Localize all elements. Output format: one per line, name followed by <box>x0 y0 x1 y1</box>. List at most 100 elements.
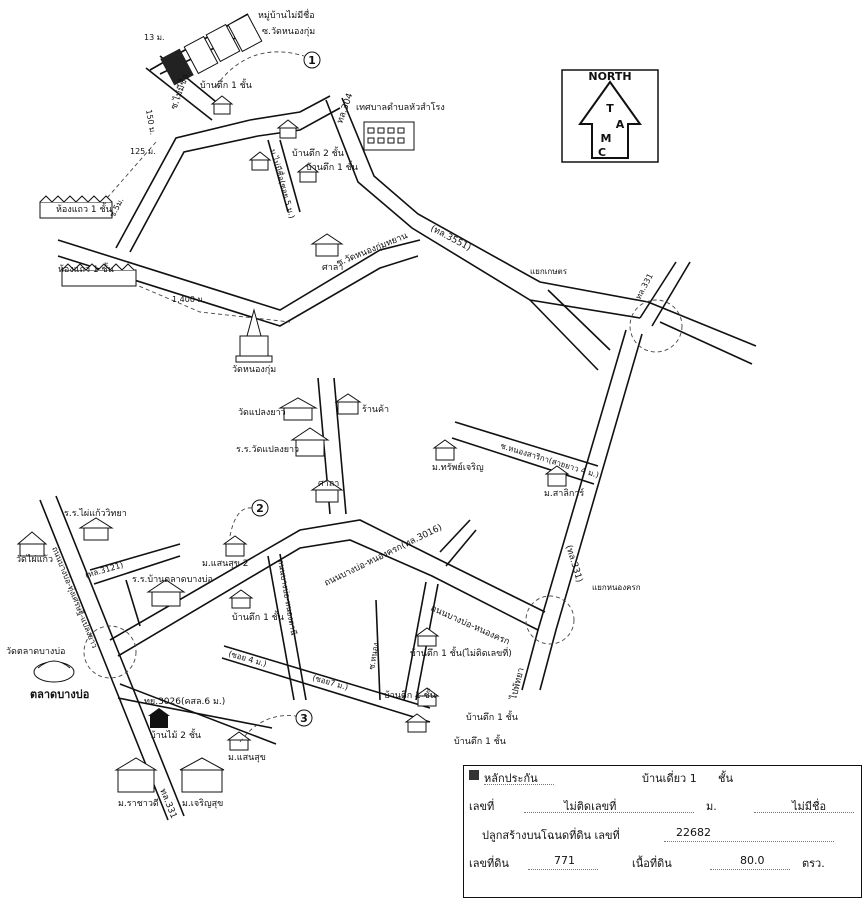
label-wat-kai: วัดไผ่แก้ว <box>16 554 53 565</box>
road-soi5-b <box>267 139 289 213</box>
pavilion-icon <box>310 479 344 503</box>
info-area-value: 80.0 <box>740 854 765 867</box>
label-brick-house-nonum: บ้านตึก 1 ชั้น(ไม่ติดเลขที่) <box>410 646 512 659</box>
info-marker-square <box>469 770 479 780</box>
marker-2: 2 <box>251 499 269 517</box>
label-wood-house: บ้านไม้ 2 ชั้น <box>150 728 201 741</box>
label-road-hwy331-right: (ทล.331) <box>563 544 584 584</box>
label-soi-top: ซ.วัดหนองกุ่ม <box>262 27 315 37</box>
info-type: บ้านเดี่ยว 1 <box>642 772 697 785</box>
house-icon <box>210 95 234 115</box>
road-east-a <box>647 301 757 347</box>
road-soi-top-a <box>145 67 213 121</box>
svg-text:3: 3 <box>300 712 308 725</box>
info-title: หลักประกัน <box>484 772 538 785</box>
north-label: NORTH <box>588 70 631 83</box>
marker-3-leader <box>239 715 297 743</box>
house-icon <box>544 465 570 487</box>
house-icon <box>226 731 252 751</box>
label-distance-1400: 1,400 ม. <box>172 295 205 304</box>
label-village-sub: ม.ทรัพย์เจริญ <box>432 461 484 473</box>
school-icon <box>78 517 114 541</box>
north-letter-m: M <box>601 132 612 145</box>
road-inner-link-b <box>547 289 611 351</box>
road-lower-horizontal-b <box>223 645 431 709</box>
label-school-plong: ร.ร.วัดแปลงยาว <box>236 445 299 455</box>
temple-stupa-icon <box>235 308 273 363</box>
label-wat-talad: วัดตลาดบางบ่อ <box>6 647 65 657</box>
label-road-hwy3016: ถนนบางบ่อ-หนองครก(ทล.3016) <box>323 523 444 589</box>
road-hwy331-right-a <box>521 329 627 691</box>
label-brick-house-lower: บ้านตึก 1 ชั้น <box>232 610 284 623</box>
house-icon <box>432 439 458 461</box>
road-hwy304-a <box>325 99 641 319</box>
road-hwy331-left-b <box>55 495 185 817</box>
info-floors-unit: ชั้น <box>718 772 733 785</box>
shophouse-row-icon <box>39 195 113 219</box>
house-icon <box>222 535 248 557</box>
road-nongkrok-b <box>117 539 539 657</box>
label-brick-house-c: บ้านตึก 1 ชั้น <box>454 734 506 747</box>
subject-plot <box>160 13 263 86</box>
label-shophouse-1: ห้องแถว 1 ชั้น <box>56 202 112 215</box>
label-brick-house-1b: บ้านตึก 1 ชั้น <box>306 160 358 173</box>
marker-1: 1 <box>303 51 321 69</box>
shop-icon <box>334 393 362 415</box>
house-icon <box>248 151 272 171</box>
road-top-link <box>257 107 341 137</box>
label-road-soi-3026: ทย.3026(คสล.6 ม.) <box>144 697 225 707</box>
road-school-link <box>89 543 181 571</box>
label-subject-village: หมู่บ้านไม่มีชื่อ <box>258 8 315 21</box>
svg-text:1: 1 <box>308 54 316 67</box>
info-area-label: เนื้อที่ดิน <box>632 857 672 870</box>
label-road-watnongkhao: ซ.วัดหนองกุ่มทยาน <box>335 231 409 269</box>
road-nongsarika-b <box>451 437 595 485</box>
label-distance-13: 13 ม. <box>144 33 165 42</box>
marker-1-leader <box>215 51 305 87</box>
road-top-link-b <box>249 95 331 121</box>
dash-125 <box>99 141 157 207</box>
label-school-kai: ร.ร.ไผ่แก้ววิทยา <box>64 508 127 519</box>
label-road-bangbo-nong: ถนนบางบ่อ-หนองตานี <box>276 559 298 637</box>
north-letter-c: C <box>598 146 606 159</box>
label-brick-house-a: บ้านตึก 1 ชั้น <box>384 688 436 701</box>
info-deed-value: 22682 <box>676 826 711 839</box>
market-icon <box>33 660 75 683</box>
road-hwy331-right-b <box>539 333 643 691</box>
road-east-stub <box>439 519 471 553</box>
label-junction-nongkrok: แยกหนองครก <box>592 583 641 592</box>
info-land-no-label: เลขที่ดิน <box>469 857 509 870</box>
road-loop-left-b <box>115 119 251 249</box>
house-icon <box>276 119 300 139</box>
label-village-charoensuk: ม.เจริญสุข <box>182 798 223 809</box>
school-icon <box>278 397 318 421</box>
shophouse-row-icon <box>61 263 137 287</box>
label-municipality: เทศบาลตำบลหัวสำโรง <box>356 102 445 113</box>
road-school-link-b <box>93 555 181 585</box>
temple-icon <box>16 531 48 557</box>
house-icon <box>414 627 440 647</box>
label-road-to-kabin: ทล.331 <box>634 272 655 301</box>
road-loop-inner <box>57 255 419 327</box>
village-gate-icon <box>114 757 158 793</box>
road-to-kabin-a <box>639 261 677 319</box>
road-inner-link <box>529 299 599 371</box>
info-no-value: ไม่ติดเลขที่ <box>564 800 617 813</box>
road-hwy304-b <box>341 97 649 303</box>
svg-text:2: 2 <box>256 502 264 515</box>
marker-3: 3 <box>295 709 313 727</box>
road-lower-soi-b <box>403 581 427 701</box>
label-road-soi-7m: (ซอย7 ม.) <box>311 673 349 692</box>
road-3026-b <box>119 683 277 745</box>
info-land-no-value: 771 <box>554 854 575 867</box>
school-icon <box>290 427 330 457</box>
label-brick-house-1: บ้านตึก 1 ชั้น <box>200 78 252 91</box>
label-village-sak: ม.สาลิการ์ <box>544 487 584 499</box>
dash-1400 <box>119 277 291 323</box>
north-letter-t: T <box>606 102 614 115</box>
label-distance-125: 125 ม. <box>130 147 156 156</box>
road-east-stub-b <box>445 529 477 567</box>
road-nongsarika-a <box>454 421 599 467</box>
junction-bangbo-circle <box>83 625 137 679</box>
road-nongkrok-a <box>109 519 546 641</box>
